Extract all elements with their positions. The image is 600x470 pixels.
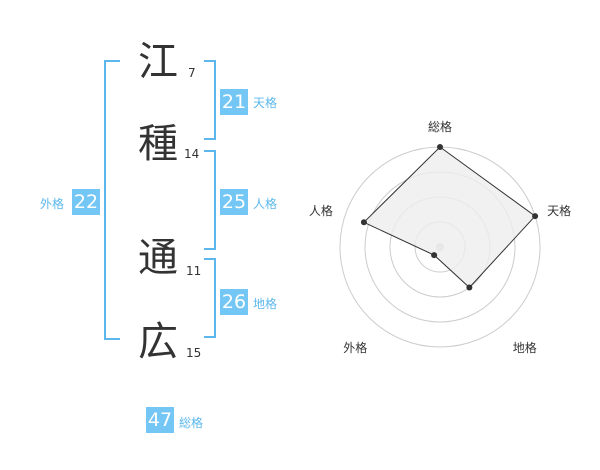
- stroke-count-2: 14: [184, 147, 200, 161]
- radar-point-1: [437, 144, 443, 150]
- radar-point-5: [360, 219, 367, 226]
- name-char-1: 江: [138, 39, 178, 85]
- radar-data-area: [363, 146, 536, 289]
- radar-axis-label-1: 総格: [428, 119, 452, 134]
- name-char-4: 広: [138, 319, 178, 365]
- tenkaku-bracket: [204, 60, 216, 140]
- jinkaku-label: 人格: [253, 197, 278, 211]
- tenkaku-label: 天格: [253, 96, 278, 110]
- stroke-count-4: 15: [186, 346, 202, 360]
- radar-point-3: [466, 284, 473, 291]
- chikaku-value: 26: [220, 289, 248, 315]
- gaikaku-bracket: [104, 60, 120, 340]
- tenkaku-value: 21: [220, 89, 248, 115]
- radar-axis-label-2: 天格: [547, 203, 571, 218]
- radar-axis-label-3: 地格: [513, 340, 537, 355]
- radar-point-2: [532, 213, 539, 220]
- radar-point-4: [431, 252, 438, 259]
- jinkaku-bracket: [204, 150, 216, 250]
- radar-axis-label-5: 人格: [309, 203, 333, 218]
- name-char-3: 通: [138, 235, 178, 281]
- chikaku-bracket: [204, 258, 216, 338]
- jinkaku-value: 25: [220, 189, 248, 215]
- soukaku-value: 47: [146, 407, 174, 433]
- gaikaku-value: 22: [72, 189, 100, 215]
- stroke-count-1: 7: [188, 66, 196, 80]
- chikaku-label: 地格: [253, 297, 278, 311]
- soukaku-label: 総格: [179, 416, 204, 430]
- name-char-2: 種: [138, 121, 178, 167]
- gaikaku-label: 外格: [40, 197, 65, 211]
- radar-axis-label-4: 外格: [343, 340, 367, 355]
- stroke-count-3: 11: [186, 264, 202, 278]
